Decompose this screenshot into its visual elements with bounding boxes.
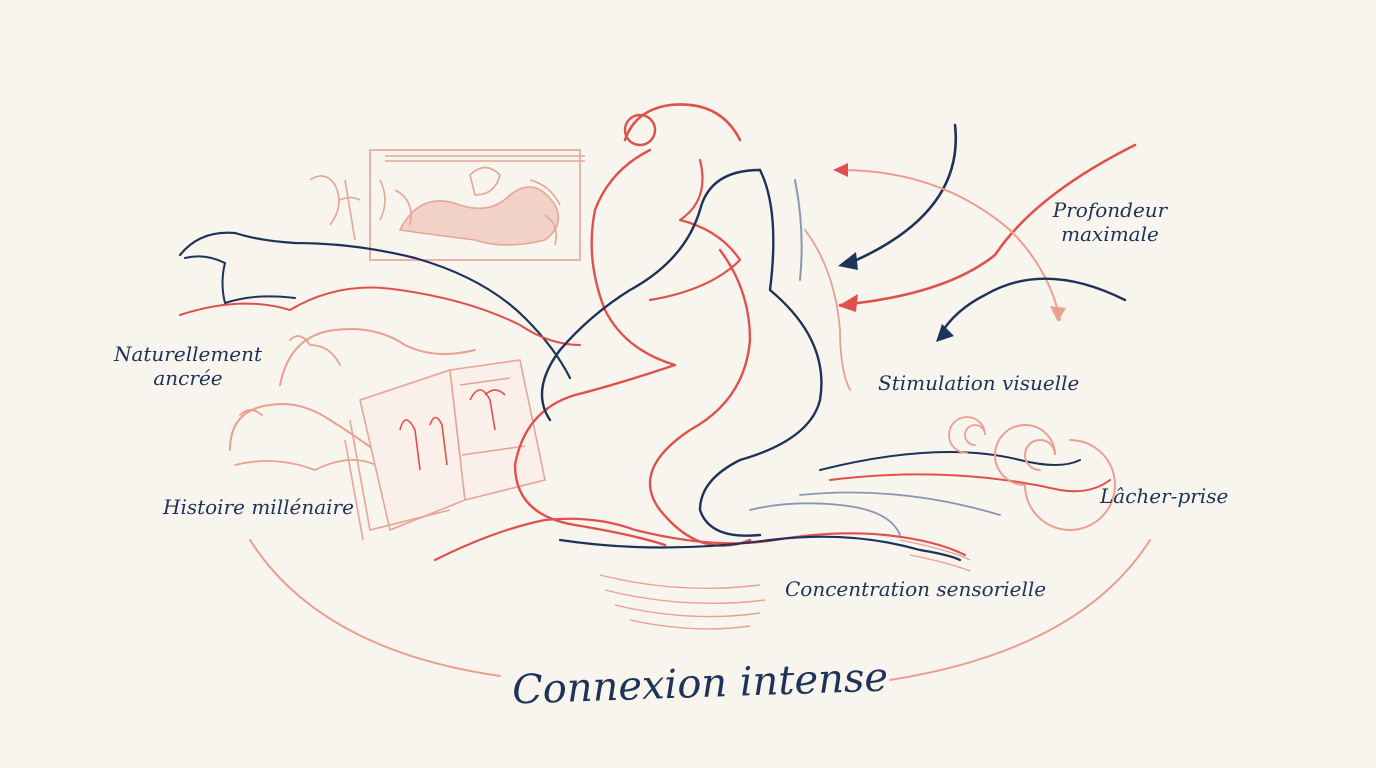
label-profondeur-maximale: Profondeur maximale bbox=[1040, 198, 1180, 246]
framing-arc bbox=[249, 539, 1151, 681]
label-naturellement-ancree: Naturellement ancrée bbox=[108, 342, 268, 390]
antique-fresco-illustration bbox=[309, 149, 585, 261]
kneeling-figures-illustration bbox=[433, 103, 967, 562]
label-line-2: ancrée bbox=[153, 366, 223, 390]
label-line-1: Profondeur bbox=[1052, 198, 1168, 222]
label-concentration-sensorielle: Concentration sensorielle bbox=[785, 577, 1047, 601]
ripples-illustration bbox=[599, 539, 971, 630]
animal-silhouettes-illustration bbox=[178, 231, 581, 471]
spiral-waves-illustration bbox=[799, 416, 1116, 531]
label-stimulation-visuelle: Stimulation visuelle bbox=[878, 371, 1080, 395]
label-lacher-prise: Lâcher-prise bbox=[1100, 484, 1229, 508]
curved-arrows-illustration bbox=[804, 123, 1137, 391]
label-line-1: Naturellement bbox=[113, 342, 263, 366]
label-line-2: maximale bbox=[1061, 222, 1159, 246]
open-book-illustration bbox=[344, 359, 546, 541]
label-histoire-millenaire: Histoire millénaire bbox=[163, 495, 354, 519]
